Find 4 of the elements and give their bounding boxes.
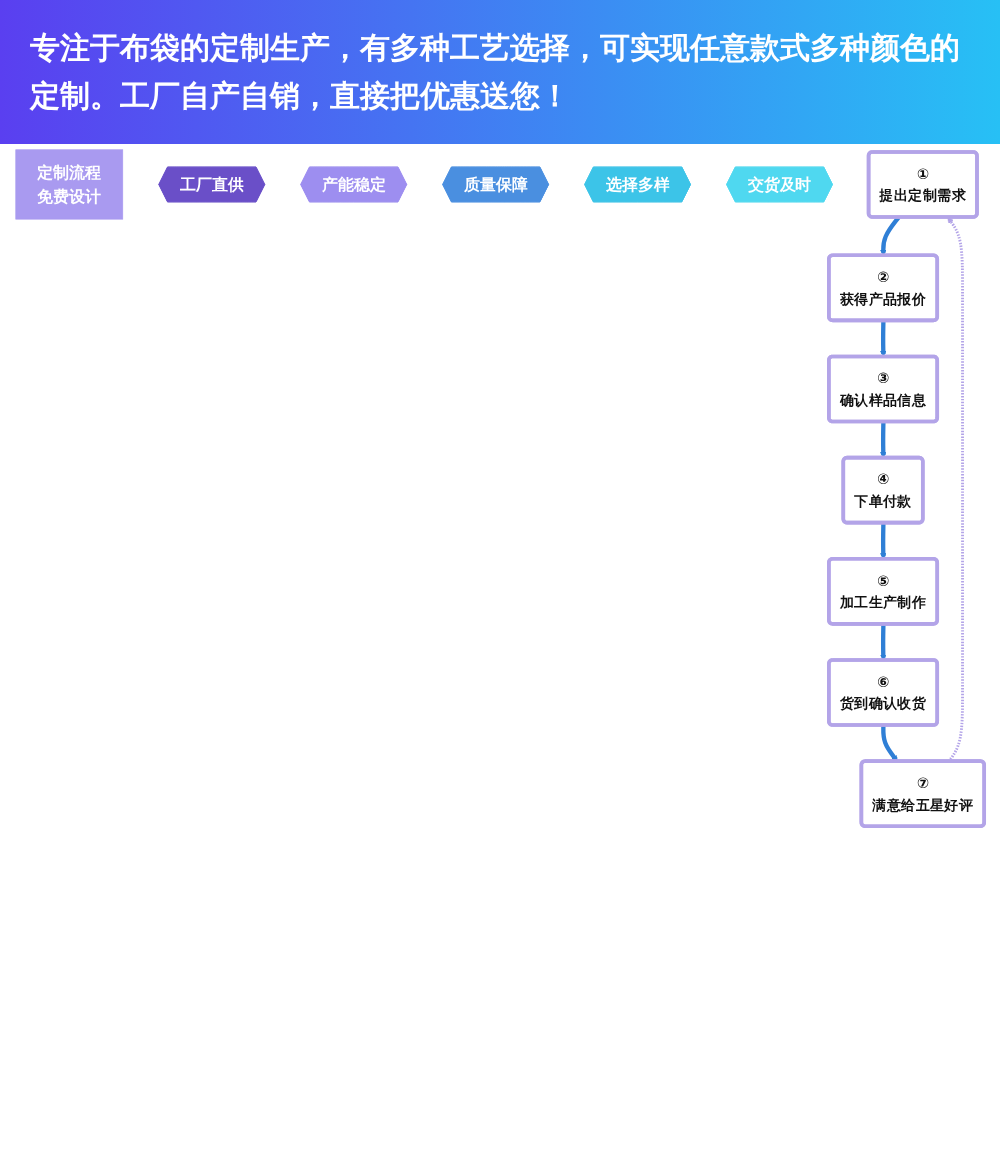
arrow <box>880 216 901 256</box>
node-box: 定制流程 免费设计 <box>15 149 124 220</box>
heading-text: 专注于布袋的定制生产，有多种工艺选择，可实现任意款式多种颜色的定制。工厂自产自销，直接把优惠送您！ <box>0 0 1000 144</box>
arrow <box>881 725 898 762</box>
